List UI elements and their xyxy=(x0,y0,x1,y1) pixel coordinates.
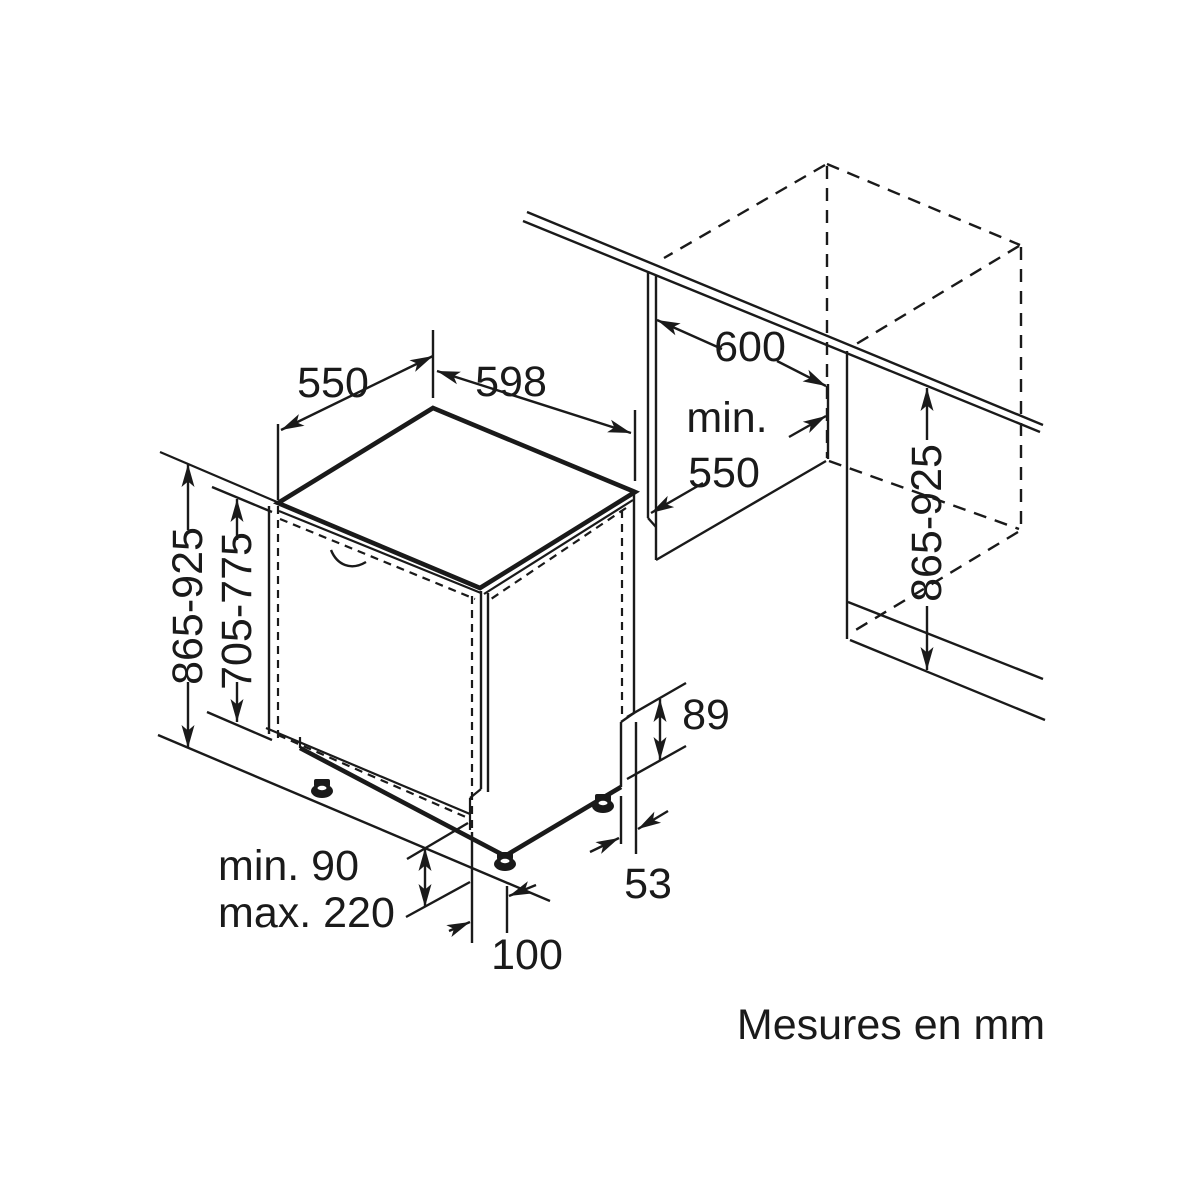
niche xyxy=(646,162,1046,722)
dimension-label-niche-min-width-2: 550 xyxy=(688,449,760,497)
worktop-left-extension xyxy=(159,450,278,504)
dimension-top-depth: 550 xyxy=(276,330,435,500)
adjustable-foot-left xyxy=(311,779,333,798)
dimension-label-rear-step-height: 89 xyxy=(682,691,730,739)
caption: Mesures en mm xyxy=(737,1001,1045,1049)
adjustable-foot-front xyxy=(494,852,516,871)
dimension-label-rear-step-depth: 53 xyxy=(624,860,672,908)
dimension-label-niche-height: 865-925 xyxy=(903,444,951,602)
dimension-rear-step-depth: 53 xyxy=(589,722,672,908)
dimension-plinth-height: min. 90 max. 220 xyxy=(218,821,471,937)
dimension-appliance-height: 865-925 xyxy=(164,464,212,748)
dimension-label-appliance-height: 865-925 xyxy=(164,527,212,685)
adjustable-foot-right xyxy=(592,794,614,813)
dimension-label-plinth-min: min. 90 xyxy=(218,842,359,890)
dimensions: 550 598 600 min. 550 865-925 xyxy=(164,318,951,979)
dimension-label-door-panel-height: 705-775 xyxy=(213,532,261,690)
dimension-niche-depth: 600 xyxy=(656,318,827,388)
dimension-label-plinth-max: max. 220 xyxy=(218,889,395,937)
worktop-edge xyxy=(159,210,1044,504)
dimension-label-top-width: 598 xyxy=(475,358,547,406)
niche-right-panel xyxy=(845,351,1046,722)
dimension-top-width: 598 xyxy=(436,358,637,481)
dimension-niche-height: 865-925 xyxy=(903,388,951,670)
dimension-label-top-depth: 550 xyxy=(297,359,369,407)
dimension-foot-recess: 100 xyxy=(446,832,563,979)
floor-line-right xyxy=(849,638,1046,722)
dimension-label-niche-min-width-1: min. xyxy=(686,394,767,442)
dishwasher-top-face xyxy=(272,405,641,591)
dimension-niche-min-width: min. 550 xyxy=(650,394,827,515)
floor-line-left xyxy=(157,733,551,903)
dimension-label-niche-depth: 600 xyxy=(714,323,786,371)
door-swing-arc xyxy=(329,549,367,568)
dimension-door-panel-height: 705-775 xyxy=(206,485,273,742)
dimension-rear-step-height: 89 xyxy=(626,681,730,781)
dimension-label-foot-recess: 100 xyxy=(491,931,563,979)
dishwasher xyxy=(157,405,641,903)
